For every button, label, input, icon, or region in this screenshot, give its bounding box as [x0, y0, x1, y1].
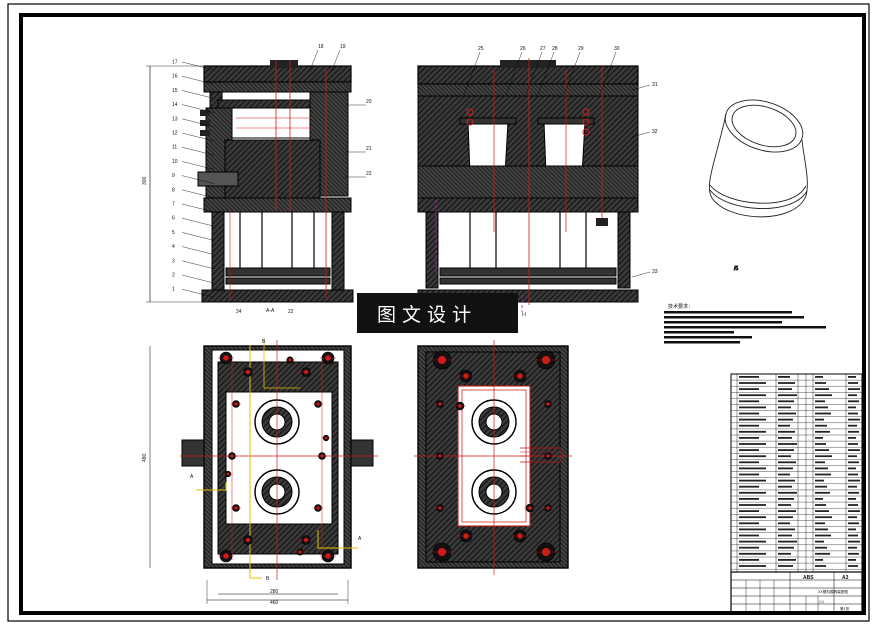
- part-number-14: 14: [172, 102, 178, 108]
- part-number-17: 17: [172, 60, 178, 66]
- inner-frame: [19, 13, 866, 615]
- part-3d-cup: /5: [708, 99, 808, 272]
- watermark: 图文设计: [357, 293, 518, 333]
- part-number-30: 30: [614, 46, 620, 52]
- section-view-right: [417, 58, 639, 312]
- view-marker-b-bottom: B: [266, 576, 270, 582]
- part-number-15: 15: [172, 88, 178, 94]
- dimension-height-left: 300: [142, 176, 148, 185]
- part-number-20: 20: [366, 99, 372, 105]
- part-number-19: 19: [340, 44, 346, 50]
- part-number-18: 18: [318, 44, 324, 50]
- bill-of-materials: [730, 373, 863, 573]
- view-marker-b-top: B: [262, 339, 266, 345]
- title-sheet: 第1张: [840, 606, 850, 611]
- title-drawing-no: A3: [842, 575, 849, 581]
- part-number-bl-24: 24: [236, 309, 242, 315]
- part-number-2: 2: [172, 273, 175, 279]
- section-label-left: A-A: [266, 308, 275, 314]
- part-number-6: 6: [172, 216, 175, 222]
- dimension-width-outer: 460: [270, 600, 279, 606]
- part-number-4: 4: [172, 244, 175, 250]
- outer-frame: [7, 3, 870, 622]
- part-number-8: 8: [172, 187, 175, 193]
- part-number-7: 7: [172, 202, 175, 208]
- part-number-33: 33: [652, 269, 658, 275]
- plan-view-moving-half: [149, 338, 378, 604]
- part-number-12: 12: [172, 131, 178, 137]
- part-number-1: 1: [172, 287, 175, 293]
- part-number-22: 22: [366, 171, 372, 177]
- part-number-21: 21: [366, 146, 372, 152]
- dimension-width-inner: 280: [270, 589, 279, 595]
- view-marker-a-left: A: [190, 474, 194, 480]
- part-number-32: 32: [652, 129, 658, 135]
- part-number-25: 25: [478, 46, 484, 52]
- bolt-holes-right: [431, 350, 557, 562]
- part-number-3: 3: [172, 258, 175, 264]
- part-number-13: 13: [172, 116, 178, 122]
- part-number-bl-22: 22: [288, 309, 294, 315]
- title-material: ABS: [803, 575, 814, 581]
- part-number-29: 29: [578, 46, 584, 52]
- cup-view-note: /5: [734, 266, 738, 272]
- part-number-5: 5: [172, 230, 175, 236]
- section-view-left: [146, 60, 354, 303]
- tech-req-title: 技术要求：: [668, 303, 693, 310]
- part-number-11: 11: [172, 145, 177, 151]
- title-drawing-title: XX塑料模具装配图: [818, 589, 848, 594]
- part-number-26: 26: [520, 46, 526, 52]
- part-number-10: 10: [172, 159, 178, 165]
- title-block: ABS A3 XX塑料模具装配图 1:1 第1张: [730, 571, 863, 614]
- part-number-28: 28: [552, 46, 558, 52]
- part-number-31: 31: [652, 82, 658, 88]
- watermark-text: 图文设计: [377, 304, 477, 326]
- part-number-27: 27: [540, 46, 546, 52]
- part-number-9: 9: [172, 173, 175, 179]
- technical-requirements: 技术要求：: [664, 303, 826, 344]
- part-leaders-right: 25 26 27 28 29 30 31 32 33: [463, 46, 658, 278]
- view-marker-a-right: A: [358, 536, 362, 542]
- dimension-height-bottom: 480: [142, 453, 148, 462]
- title-scale: 1:1: [819, 600, 824, 604]
- bolt-holes-left: [218, 351, 336, 563]
- section-label-right: I-I: [522, 312, 526, 318]
- part-number-16: 16: [172, 74, 178, 80]
